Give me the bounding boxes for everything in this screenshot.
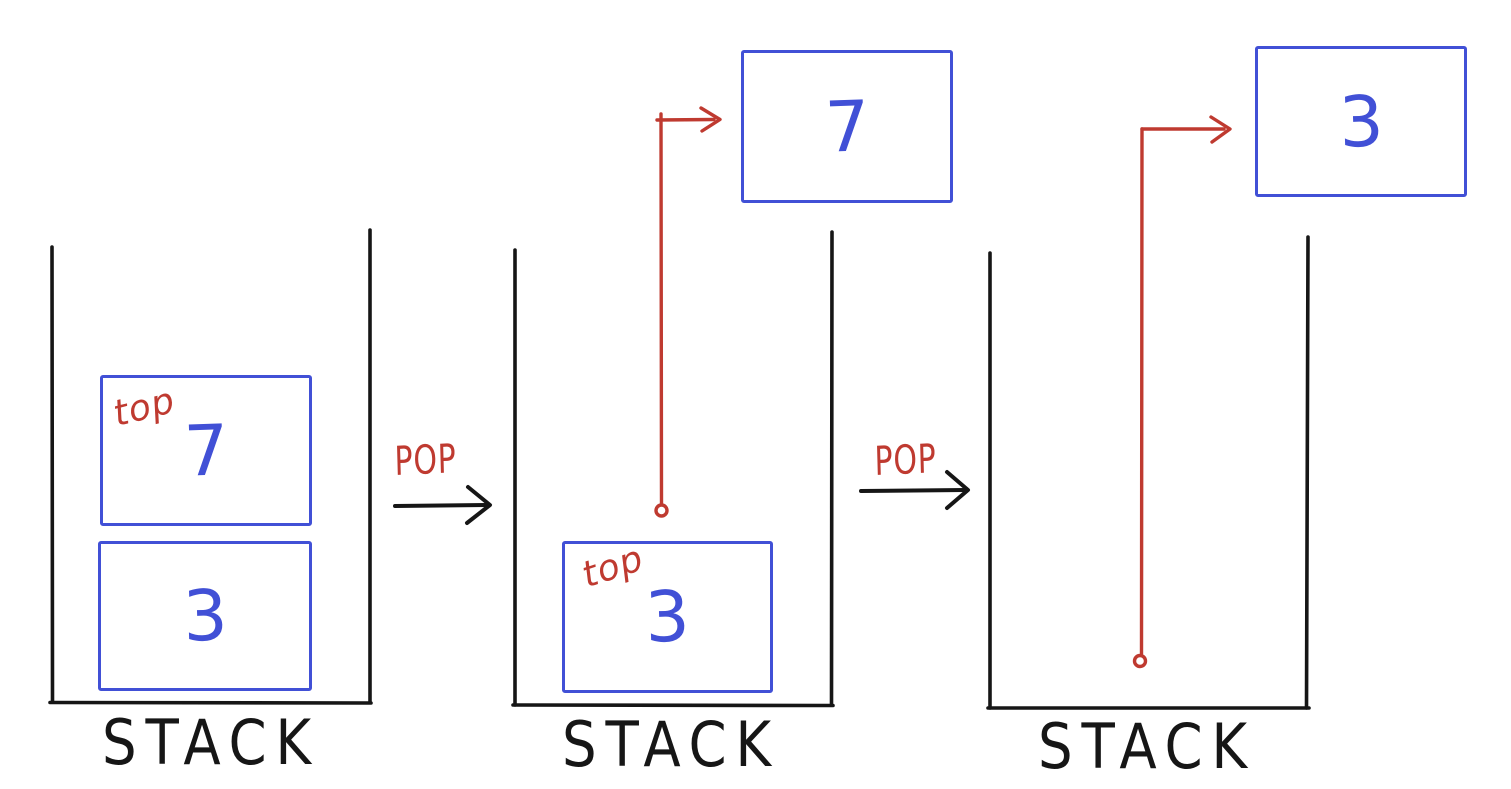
pop-arrow-icon-1 [393, 485, 492, 525]
pop-operation-label: POP [873, 436, 938, 485]
stack-item-box: 3 [562, 541, 773, 693]
stack-container-outline-3 [986, 235, 1311, 710]
pop-arrow-icon-2 [859, 470, 970, 510]
pop-operation-label: POP [393, 436, 458, 485]
stack-container-outline-2 [511, 230, 835, 708]
stack-item-value: 7 [182, 408, 230, 493]
pointer-origin-dot-1 [654, 503, 669, 518]
stack-item-box: 7 [100, 375, 312, 526]
popped-item-value: 7 [823, 84, 871, 169]
stack-caption: STACK [102, 706, 320, 779]
stack-caption: STACK [1038, 710, 1256, 783]
pop-pointer-path-2 [1132, 115, 1232, 669]
pointer-origin-dot-2 [1132, 653, 1148, 669]
stack1-left-wall [50, 245, 55, 704]
pop-pointer-path-1 [654, 106, 722, 518]
stack2-bottom-wall [511, 703, 835, 708]
popped-item-box: 3 [1255, 46, 1467, 197]
stack-item-value: 3 [643, 575, 692, 659]
popped-item-box: 7 [741, 50, 953, 203]
popped-item-value: 3 [1337, 79, 1385, 164]
stack-item-value: 3 [181, 574, 229, 658]
stack-item-box: 3 [98, 541, 312, 691]
stack-caption: STACK [562, 708, 780, 781]
stack1-bottom-wall [48, 700, 373, 705]
stack3-right-wall [1304, 235, 1310, 710]
stack-container-outline-1 [48, 228, 373, 705]
stack2-right-wall [829, 230, 834, 707]
